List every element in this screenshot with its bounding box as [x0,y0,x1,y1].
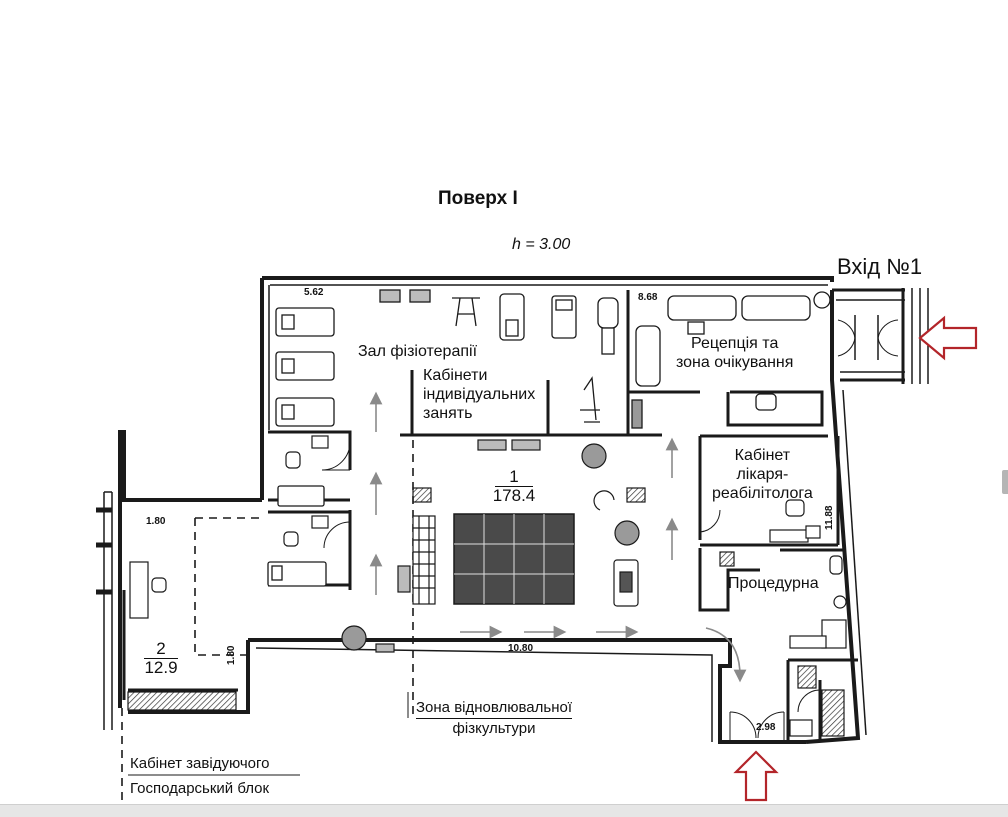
room-reception: Рецепція та зона очікування [676,334,793,372]
room-2-area: 12.9 [144,658,178,677]
dim-1-80-horizontal: 1.80 [146,516,166,527]
circulation-arrows [369,391,747,683]
room-2-label: 2 12.9 [138,640,184,677]
dim-1-80-vertical: 1.80 [226,645,237,665]
room-rehab-line-3: реабілітолога [712,485,813,502]
reception-furniture [631,291,831,429]
dim-10-80: 10.80 [508,643,534,654]
gym-equipment [379,289,619,423]
ceiling-height: h = 3.00 [512,236,571,253]
callout-recovery-line-1: Зона відновлювальної [416,698,573,719]
room-procedure: Процедурна [728,575,819,592]
room-1-area: 178.4 [492,486,536,505]
callout-recovery-zone: Зона відновлювальної фізкультури [416,698,573,739]
lower-entrance-arrow [733,750,779,802]
side-panel-tab[interactable] [1002,470,1008,494]
office-furniture [127,561,237,711]
sanitary-fixtures [283,435,847,737]
floor-mat [453,513,575,605]
dim-2-98: 2.98 [756,722,776,733]
room-reception-line-2: зона очікування [676,354,794,371]
callout-lines [128,692,409,776]
dim-11-88: 11.88 [824,505,835,530]
dashed-zones [121,440,414,800]
callout-head-office: Кабінет завідуючого [130,755,270,772]
room-1-label: 1 178.4 [490,468,538,505]
entrance-vestibule [832,288,929,384]
dim-8-68: 8.68 [638,292,658,303]
wall-bars [375,439,735,653]
callout-recovery-line-2: фізкультури [452,720,536,737]
window-ticks [96,507,112,595]
room-2-number: 2 [144,640,178,659]
exterior-walls [118,276,861,744]
floor-title: Поверх I [438,188,518,209]
room-physio-hall: Зал фізіотерапії [358,343,478,360]
entrance-label: Вхід №1 [837,254,923,279]
room-individual-cabinets: Кабінети індивідуальних занять [423,366,535,423]
room-individual-line-3: занять [423,405,473,422]
dim-5-62: 5.62 [304,287,324,298]
main-entrance-arrow [918,315,978,361]
room-rehab-line-1: Кабінет [734,447,791,464]
physio-beds [267,307,335,587]
room-individual-line-2: індивідуальних [423,386,536,403]
entrance-arrows [733,315,978,802]
exercise-balls [341,443,640,651]
room-1-number: 1 [495,468,533,487]
room-individual-line-1: Кабінети [423,367,488,384]
room-reception-line-1: Рецепція та [691,335,779,352]
callout-utility-block: Господарський блок [130,780,270,797]
room-rehab-line-2: лікаря- [736,466,789,483]
door-swings [321,441,821,740]
bottom-scroll-bar[interactable] [0,804,1008,817]
exterior-walls-inner [103,284,867,742]
room-rehab-doctor: Кабінет лікаря- реабілітолога [712,446,813,503]
